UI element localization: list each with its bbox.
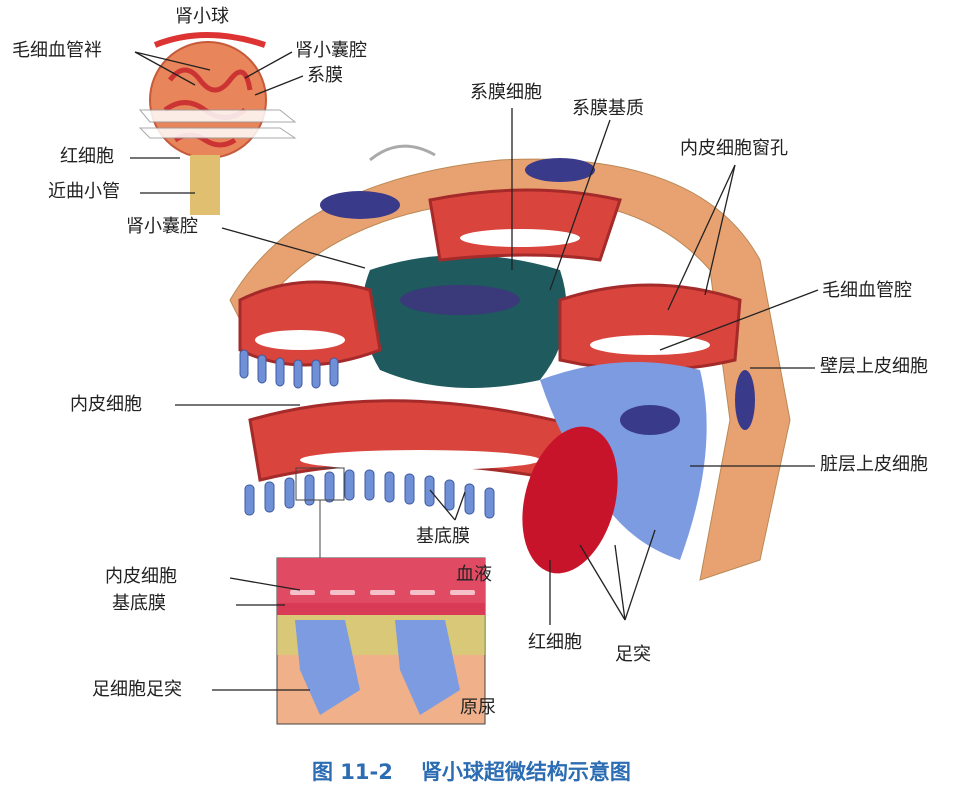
label-mesangial-matrix: 系膜基质: [572, 98, 644, 119]
label-basement-membrane: 基底膜: [416, 526, 470, 547]
glomerulus-thumbnail: [138, 32, 436, 215]
label-rbc-top: 红细胞: [60, 146, 114, 167]
inset-label-podocyte-foot-process: 足细胞足突: [92, 679, 182, 700]
label-mesangial-cell: 系膜细胞: [470, 82, 542, 103]
leader-lines: [130, 51, 819, 691]
figure-caption: 图 11-2 肾小球超微结构示意图: [312, 756, 659, 786]
inset-panel: [276, 467, 486, 725]
inset-label-endothelial-cell: 内皮细胞: [105, 566, 177, 587]
label-endothelial-fenestrae: 内皮细胞窗孔: [680, 138, 788, 159]
mesangial-cell-nucleus: [400, 285, 520, 315]
bowman-capsule: [229, 158, 791, 581]
inset-label-blood: 血液: [456, 564, 492, 585]
label-capillary-lumen: 毛细血管腔: [822, 280, 912, 301]
capillary-lumens: [255, 229, 710, 470]
label-capillary-loop: 毛细血管袢: [12, 40, 102, 61]
label-capsule-space-top: 肾小囊腔: [295, 40, 367, 61]
label-proximal-tubule: 近曲小管: [48, 181, 120, 202]
label-glomerulus: 肾小球: [175, 6, 229, 27]
red-blood-cell: [522, 426, 618, 574]
label-parietal-epithelium: 壁层上皮细胞: [820, 356, 928, 377]
foot-processes: [239, 349, 495, 519]
mesangium-region: [362, 255, 567, 388]
label-visceral-epithelium: 脏层上皮细胞: [820, 454, 928, 475]
label-mesangium: 系膜: [307, 65, 343, 86]
label-endothelial-cell: 内皮细胞: [70, 394, 142, 415]
inset-label-basement-membrane: 基底膜: [112, 593, 166, 614]
label-foot-processes: 足突: [615, 644, 651, 665]
label-rbc: 红细胞: [528, 632, 582, 653]
label-capsule-space: 肾小囊腔: [126, 216, 198, 237]
caption-number: 图 11-2: [312, 760, 393, 784]
caption-title: 肾小球超微结构示意图: [420, 760, 631, 784]
inset-label-primary-urine: 原尿: [460, 697, 496, 718]
